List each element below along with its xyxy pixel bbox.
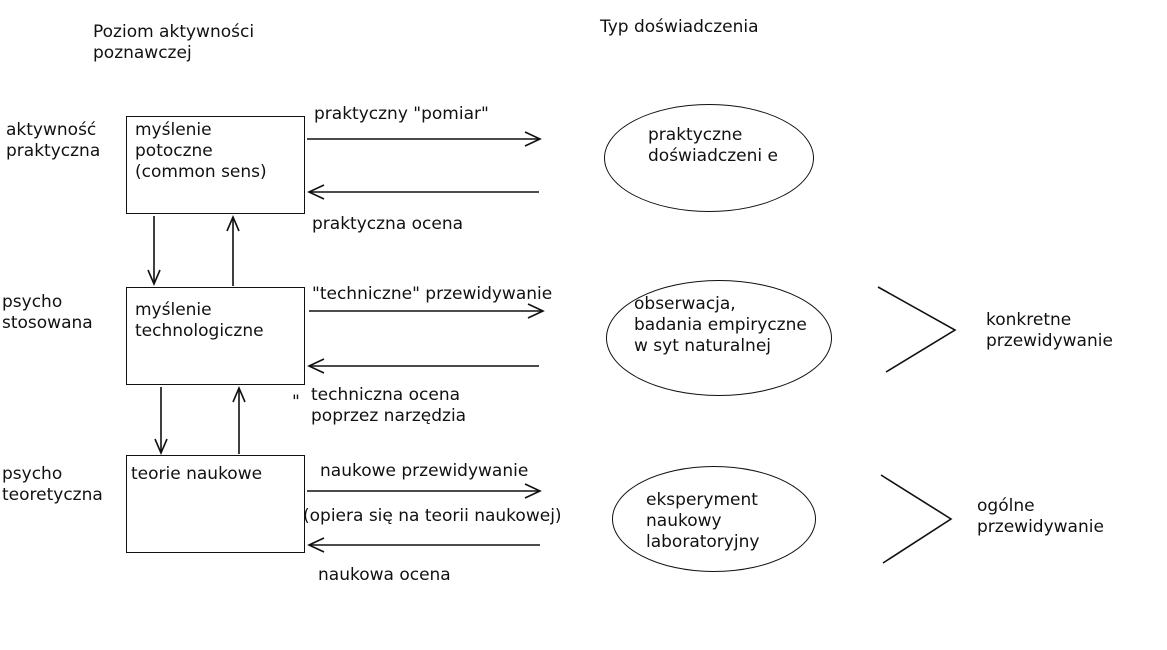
box-everyday-thinking-text: myślenie potoczne (common sens) — [135, 120, 267, 182]
chevron-general — [880, 474, 953, 564]
prediction-general: ogólne przewidywanie — [977, 496, 1104, 537]
arrow-head-down-2 — [154, 438, 168, 456]
prediction-concrete: konkretne przewidywanie — [986, 310, 1113, 351]
box-technological-thinking: myślenie technologiczne — [126, 287, 305, 385]
level-label-theoretical: psycho teoretyczna — [2, 464, 103, 505]
arrow-head-up-2 — [232, 385, 246, 403]
ellipse-experiment-text: eksperyment naukowy laboratoryjny — [646, 490, 760, 552]
ellipse-practical-experience — [604, 104, 814, 212]
arrow-head-down-1 — [147, 269, 161, 287]
arrow-head-practical-assessment — [307, 184, 325, 200]
arrow-head-scientific-prediction — [524, 483, 542, 499]
label-technical-prediction: "techniczne" przewidywanie — [312, 284, 553, 304]
label-scientific-assessment: naukowa ocena — [318, 565, 451, 585]
label-technical-assessment: techniczna ocena poprzez narzędzia — [311, 385, 467, 426]
ellipse-observation — [606, 280, 832, 396]
box-scientific-theories-text: teorie naukowe — [131, 464, 263, 484]
arrow-head-practical-measurement — [524, 131, 542, 147]
arrow-head-up-1 — [226, 214, 240, 232]
label-practical-measurement: praktyczny "pomiar" — [314, 104, 489, 124]
box-everyday-thinking: myślenie potoczne (common sens) — [126, 116, 305, 214]
label-practical-assessment: praktyczna ocena — [312, 214, 464, 234]
label-quote-mark: " — [292, 392, 300, 412]
header-cognitive-level: Poziom aktywności poznawczej — [93, 22, 255, 63]
chevron-concrete — [877, 286, 957, 373]
ellipse-observation-text: obserwacja, badania empiryczne w syt nat… — [634, 294, 807, 356]
label-scientific-theory-basis: (opiera się na teorii naukowej) — [303, 506, 562, 526]
arrow-head-scientific-assessment — [307, 537, 325, 553]
ellipse-experiment — [612, 466, 816, 572]
level-label-practical: aktywność praktyczna — [6, 120, 101, 161]
label-scientific-prediction: naukowe przewidywanie — [320, 461, 529, 481]
arrow-head-technical-prediction — [527, 303, 545, 319]
header-experience-type: Typ doświadczenia — [600, 17, 759, 37]
level-label-applied: psycho stosowana — [2, 292, 93, 333]
arrow-head-technical-assessment — [307, 358, 325, 374]
ellipse-practical-experience-text: praktyczne doświadczeni e — [648, 125, 778, 166]
box-technological-thinking-text: myślenie technologiczne — [135, 300, 264, 341]
box-scientific-theories: teorie naukowe — [126, 455, 305, 553]
